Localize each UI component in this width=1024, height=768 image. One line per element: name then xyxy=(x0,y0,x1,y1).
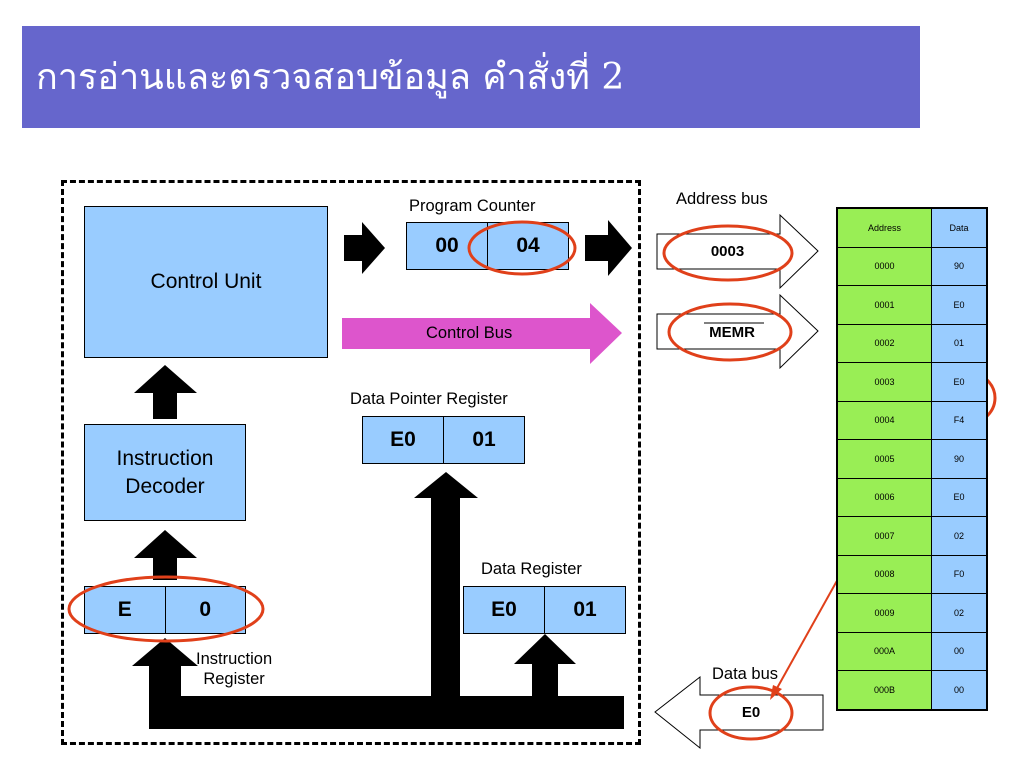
address-bus-label: Address bus xyxy=(676,190,768,208)
memory-address: 000A xyxy=(836,631,932,671)
instruction-register-high: E xyxy=(117,598,132,621)
internal-data-bus xyxy=(132,472,624,729)
memory-address: 0004 xyxy=(836,400,932,440)
memory-address: 0008 xyxy=(836,554,932,594)
memory-data: 90 xyxy=(931,246,988,286)
pc-in-arrow xyxy=(344,222,385,274)
control-bus-arrow xyxy=(342,303,622,364)
program-counter-register: 00 04 xyxy=(406,222,569,270)
ir-to-decoder-arrow xyxy=(134,530,197,580)
memory-data: 90 xyxy=(931,439,988,479)
memory-address: 000B xyxy=(836,670,932,710)
pc-out-arrow xyxy=(585,220,632,276)
memory-address: 0002 xyxy=(836,323,932,363)
data-pointer-register-label: Data Pointer Register xyxy=(350,390,508,408)
control-bus-label: Control Bus xyxy=(426,324,513,342)
memory-data: 01 xyxy=(931,323,988,363)
highlight-instruction-register xyxy=(67,575,265,643)
address-bus-value: 0003 xyxy=(710,243,745,260)
data-register: E0 01 xyxy=(463,586,626,634)
memory-address: 0006 xyxy=(836,477,932,517)
memory-data: F0 xyxy=(931,554,988,594)
highlight-memr xyxy=(667,302,793,362)
control-signal-arrow xyxy=(656,293,819,370)
data-pointer-high: E0 xyxy=(390,428,416,451)
highlight-data-bus-value xyxy=(708,685,794,741)
instruction-register-low: 0 xyxy=(164,587,246,633)
control-unit: Control Unit xyxy=(84,206,328,358)
program-counter-low: 04 xyxy=(487,223,568,269)
data-header: Data xyxy=(931,207,988,248)
data-register-label: Data Register xyxy=(481,560,582,578)
address-header: Address xyxy=(836,207,932,248)
data-bus-arrow xyxy=(654,675,824,750)
highlight-pc-low xyxy=(467,220,577,276)
memory-data: 00 xyxy=(931,670,988,710)
highlight-address-value xyxy=(662,224,794,282)
memory-data: 02 xyxy=(931,516,988,556)
cpu-boundary xyxy=(61,180,641,745)
memory-data: F4 xyxy=(931,400,988,440)
program-counter-label: Program Counter xyxy=(409,197,536,215)
memory-data: 02 xyxy=(931,593,988,633)
memory-address: 0003 xyxy=(836,362,932,402)
memr-signal: MEMR xyxy=(709,324,755,341)
data-pointer-register: E0 01 xyxy=(362,416,525,464)
instruction-register: E 0 xyxy=(84,586,246,634)
data-bus-label: Data bus xyxy=(712,665,779,683)
memory-address: 0009 xyxy=(836,593,932,633)
memory-address: 0000 xyxy=(836,246,932,286)
memory-data: E0 xyxy=(931,285,988,325)
title-bar: การอ่านและตรวจสอบข้อมูล คำสั่งที่ 2 xyxy=(22,26,920,128)
data-register-low: 01 xyxy=(544,587,625,633)
memory-header-row: Address Data xyxy=(836,207,988,248)
data-bus-value: E0 xyxy=(741,704,761,721)
instruction-register-label: Instruction Register xyxy=(196,650,273,688)
program-counter-high: 00 xyxy=(435,234,459,257)
slide-title: การอ่านและตรวจสอบข้อมูล คำสั่งที่ 2 xyxy=(36,57,625,98)
data-pointer-low: 01 xyxy=(443,417,524,463)
memory-data: E0 xyxy=(931,477,988,517)
memory-data: 00 xyxy=(931,631,988,671)
memory-address: 0001 xyxy=(836,285,932,325)
memory-address: 0005 xyxy=(836,439,932,479)
instruction-decoder: Instruction Decoder xyxy=(84,424,246,521)
data-register-high: E0 xyxy=(491,598,517,621)
memory-data: E0 xyxy=(931,362,988,402)
decoder-to-control-arrow xyxy=(134,365,197,419)
memory-address: 0007 xyxy=(836,516,932,556)
